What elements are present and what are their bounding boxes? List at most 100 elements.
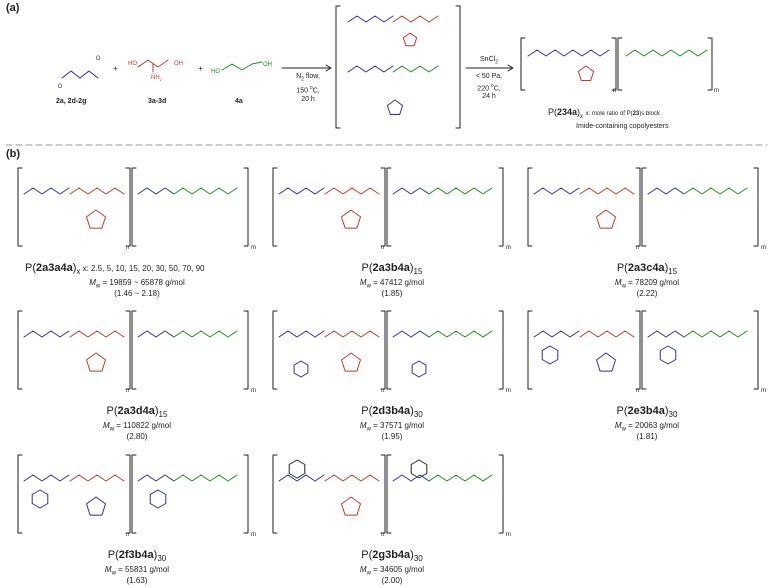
polymer-8-m-label: m [506,532,511,538]
maleic-acid-chain [61,70,99,79]
polymer-mw-8: Mw = 34605 g/mol [359,565,425,577]
polymer-name-6: P(2e3b4a)30 [616,405,678,420]
polymer-1-imide-ring [86,209,106,229]
polymer-6-bracket-1-left [527,310,533,390]
intermediate-bracket-left [335,5,341,129]
polymer-2-bracket-2-right [498,167,504,247]
polymer-2-acid-chain [278,187,325,195]
intermediate-imide-1 [402,32,418,47]
polymer-8-bracket-1-right [380,454,386,534]
product-caption: Imide-containing copolyesters [576,123,669,130]
panel-b-label: (b) [6,148,21,160]
polymer-7-imide-ring [86,496,106,516]
polymer-1-acid-chain-2 [137,187,175,195]
maleic-o2: O [96,56,101,62]
polymer-5-bracket-1-right [380,310,386,390]
polymer-5-bracket-1-left [272,310,278,390]
polymer-4-n-label: n [126,388,129,394]
polymer-5-diol-chain [324,330,380,338]
polymer-1-acid-chain [23,187,70,195]
product-butanediol-chain [625,49,708,57]
polymer-4-m-label: m [251,388,256,394]
polymer-4-butanediol-chain [173,330,238,338]
reaction-arrow-1-head [325,64,332,72]
reagent-3a-nh2: NH2 [151,75,162,83]
polymer-2-bracket-2-left [386,167,392,247]
reagent-4a-oh: OH [263,62,272,68]
polymer-5-bracket-2-right [498,310,504,390]
polymer-1-m-label: m [251,245,256,251]
polymer-6-acid-chain [533,330,580,338]
polymer-4-bracket-2-right [243,310,249,390]
polymer-7-butanediol-chain [173,474,238,482]
panel-a-label: (a) [6,2,20,14]
polymer-4-acid-chain [23,330,70,338]
polymer-3-bracket-2-right [753,167,759,247]
polymer-name-2: P(2a3b4a)15 [361,262,423,277]
product-m-label: m [714,88,719,94]
polymer-4-diol-chain [69,330,125,338]
polymer-dispersity-3: (2.22) [636,289,658,298]
polymer-3-m-label: m [761,245,766,251]
polymer-2-m-label: m [506,245,511,251]
polymer-6-acid-chain-2 [647,330,685,338]
plus-sign-2: + [198,64,203,73]
intermediate-acid-1 [347,15,394,23]
polymer-name-7: P(2f3b4a)30 [107,549,167,564]
polymer-7-diol-chain [69,474,125,482]
reagent-label-4a: 4a [235,98,243,105]
polymer-5-n-label: n [381,388,384,394]
polymer-6-diol-chain [579,330,635,338]
polymer-8-bracket-2-right [498,454,504,534]
polymer-6-m-label: m [761,388,766,394]
polymer-8-butanediol-chain [428,474,493,482]
polymer-6-n-label: n [636,388,639,394]
polymer-6-butanediol-chain [683,330,748,338]
intermediate-anhydride [386,99,404,115]
polymer-8-acid-chain [278,474,325,482]
polymer-6-aromatic-ring [541,345,559,365]
polymer-8-cyclohexane-ring-2 [410,459,428,479]
polymer-4-bracket-2-left [131,310,137,390]
polymer-2-n-label: n [381,245,384,251]
polymer-8-diol-chain [324,474,380,482]
polymer-8-cyclohexane-ring [288,459,306,479]
polymer-7-m-label: m [251,532,256,538]
product-bracket-1-left [520,37,526,91]
polymer-4-bracket-1-right [125,310,131,390]
polymer-mw-2: Mw = 47412 g/mol [359,278,425,290]
polymer-2-butanediol-chain [428,187,493,195]
polymer-3-acid-chain-2 [647,187,685,195]
polymer-1-bracket-2-right [243,167,249,247]
polymer-1-bracket-2-left [131,167,137,247]
reagent-label-2a: 2a, 2d-2g [56,98,87,105]
polymer-5-acid-chain-2 [392,330,430,338]
polymer-1-bracket-1-right [125,167,131,247]
product-bracket-2-right [707,37,713,91]
polymer-8-bracket-2-left [386,454,392,534]
plus-sign-1: + [113,64,118,73]
product-n-label: n [613,88,616,94]
maleic-o1: O [58,84,63,90]
polymer-4-acid-chain-2 [137,330,175,338]
polymer-3-bracket-1-left [527,167,533,247]
polymer-3-bracket-2-left [641,167,647,247]
reagent-4a-ho: HO [211,69,220,75]
polymer-dispersity-5: (1.95) [381,432,403,441]
polymer-1-diol-chain [69,187,125,195]
polymer-6-bracket-1-right [635,310,641,390]
polymer-dispersity-1: (1.46 ~ 2.18) [114,289,160,298]
polymer-2-imide-ring [341,209,361,229]
polymer-8-n-label: n [381,532,384,538]
polymer-5-phenyl-ring-2 [411,360,427,378]
polymer-7-acid-chain [23,474,70,482]
polymer-name-8: P(2g3b4a)30 [361,549,423,564]
polymer-name-3: P(2a3c4a)15 [616,262,678,277]
polymer-3-acid-chain [533,187,580,195]
step2-conditions: < 50 Pa, 220 oC, 24 h [475,73,503,101]
polymer-4-bracket-1-left [17,310,23,390]
polymer-name-4: P(2a3d4a)15 [106,405,168,420]
polymer-7-bracket-1-left [17,454,23,534]
polymer-mw-6: Mw = 20063 g/mol [614,421,680,433]
polymer-7-bracket-2-left [131,454,137,534]
